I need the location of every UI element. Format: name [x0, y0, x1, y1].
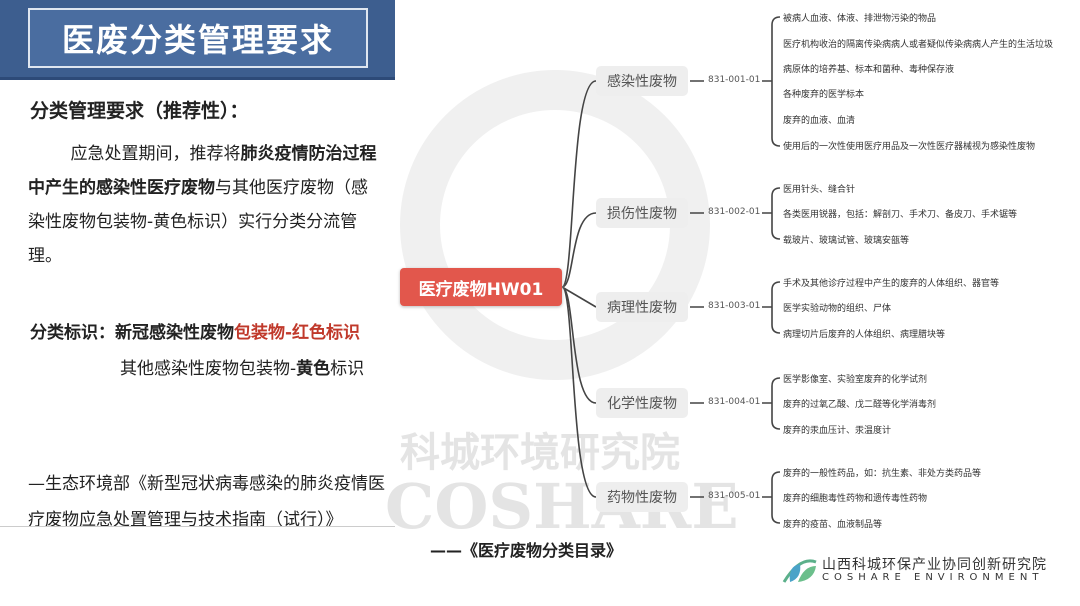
p1-bold: 肺炎疫情防治过程中产生的感染性医疗废物: [28, 144, 377, 198]
category-item: 病原体的培养基、标本和菌种、毒种保存液: [783, 65, 955, 75]
category-code: 831-005-01: [708, 491, 761, 501]
category-item: 病理切片后废弃的人体组织、病理腊块等: [783, 330, 946, 340]
category-item: 使用后的一次性使用医疗用品及一次性医疗器械视为感染性废物: [783, 142, 1036, 152]
caption: ——《医疗废物分类目录》: [430, 541, 623, 560]
title-banner: 医废分类管理要求: [0, 0, 395, 80]
category-item: 各种废弃的医学标本: [783, 90, 865, 100]
left-paragraph: 应急处置期间，推荐将肺炎疫情防治过程中产生的感染性医疗废物与其他医疗废物（感染性…: [28, 137, 383, 273]
category-item: 各类医用锐器，包括：解剖刀、手术刀、备皮刀、手术锯等: [783, 210, 1018, 220]
label-c: 包装物-红色标识: [234, 323, 361, 343]
category-node: 化学性废物: [596, 388, 688, 418]
p1-text: 应急处置期间，推荐将: [70, 144, 241, 164]
label2-a: 其他感染性废物包装物-: [120, 359, 297, 379]
category-item: 废弃的一般性药品，如：抗生素、非处方类药品等: [783, 469, 982, 479]
label-line2: 其他感染性废物包装物-黄色标识: [120, 358, 364, 380]
p1-rest: 与其他医疗废物（感染性废物包装物-黄色标识）实行分类分流管理。: [28, 178, 368, 266]
category-node: 药物性废物: [596, 482, 688, 512]
category-item: 医疗机构收治的隔离传染病病人或者疑似传染病病人产生的生活垃圾: [783, 40, 1054, 50]
category-item: 废弃的过氧乙酸、戊二醛等化学消毒剂: [783, 400, 937, 410]
category-node: 损伤性废物: [596, 198, 688, 228]
category-item: 废弃的疫苗、血液制品等: [783, 520, 883, 530]
leaf-logo-icon: [782, 559, 817, 583]
category-item: 手术及其他诊疗过程中产生的废弃的人体组织、器官等: [783, 279, 1000, 289]
category-item: 废弃的血液、血清: [783, 116, 856, 126]
source-text: —生态环境部《新型冠状病毒感染的肺炎疫情医疗废物应急处置管理与技术指南（试行）》: [28, 474, 385, 530]
category-item: 载玻片、玻璃试管、玻璃安瓿等: [783, 236, 910, 246]
divider: [0, 526, 395, 527]
label2-c: 标识: [330, 359, 365, 379]
label-b: 新冠感染性废物: [115, 323, 234, 343]
category-item: 废弃的汞血压计、汞温度计: [783, 426, 892, 436]
logo-cn: 山西科城环保产业协同创新研究院: [822, 557, 1047, 573]
category-code: 831-004-01: [708, 397, 761, 407]
category-item: 医学影像室、实验室废弃的化学试剂: [783, 375, 928, 385]
logo-en: COSHARE ENVIRONMENT: [822, 572, 1044, 583]
category-item: 医学实验动物的组织、尸体: [783, 304, 892, 314]
category-item: 被病人血液、体液、排泄物污染的物品: [783, 14, 937, 24]
category-code: 831-003-01: [708, 301, 761, 311]
category-item: 废弃的细胞毒性药物和遗传毒性药物: [783, 494, 928, 504]
category-node: 感染性废物: [596, 66, 688, 96]
label2-b: 黄色: [296, 359, 331, 379]
category-item: 医用针头、缝合针: [783, 185, 856, 195]
label-a: 分类标识：: [30, 323, 115, 343]
category-code: 831-002-01: [708, 207, 761, 217]
label-line1: 分类标识：新冠感染性废物包装物-红色标识: [30, 322, 360, 344]
page-title: 医废分类管理要求: [28, 8, 368, 68]
category-code: 831-001-01: [708, 75, 761, 85]
category-node: 病理性废物: [596, 292, 688, 322]
watermark-cn: 科城环境研究院: [400, 429, 680, 476]
root-node: 医疗废物HW01: [400, 268, 562, 306]
left-heading: 分类管理要求（推荐性）：: [30, 100, 249, 122]
